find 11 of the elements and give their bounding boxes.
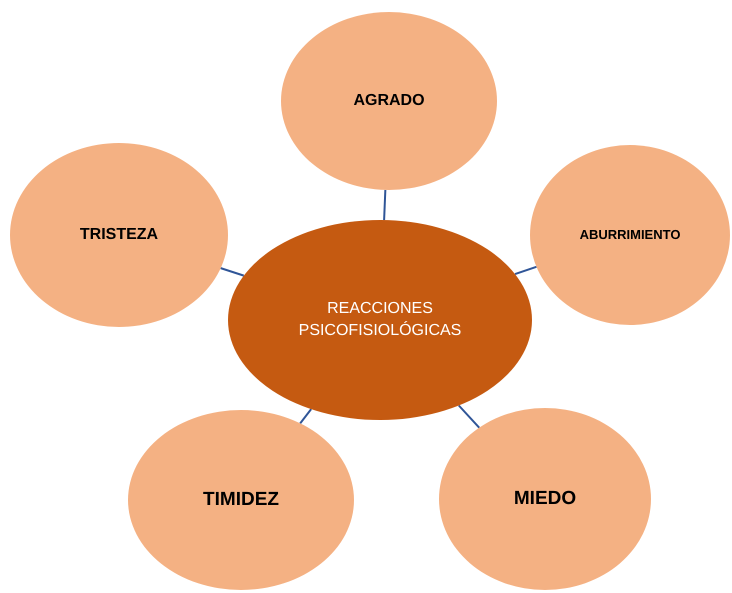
node-label: TIMIDEZ (203, 488, 279, 512)
connector-line (458, 404, 480, 428)
node-label: REACCIONES PSICOFISIOLÓGICAS (298, 299, 462, 341)
connector-line (383, 190, 386, 220)
connector-line (220, 267, 244, 277)
connector-line (514, 266, 537, 276)
node-label: MIEDO (514, 486, 576, 511)
node-label: TRISTEZA (80, 225, 158, 245)
node-label: ABURRIMIENTO (580, 226, 680, 244)
node-label: AGRADO (353, 91, 425, 111)
connector-line (299, 408, 312, 424)
